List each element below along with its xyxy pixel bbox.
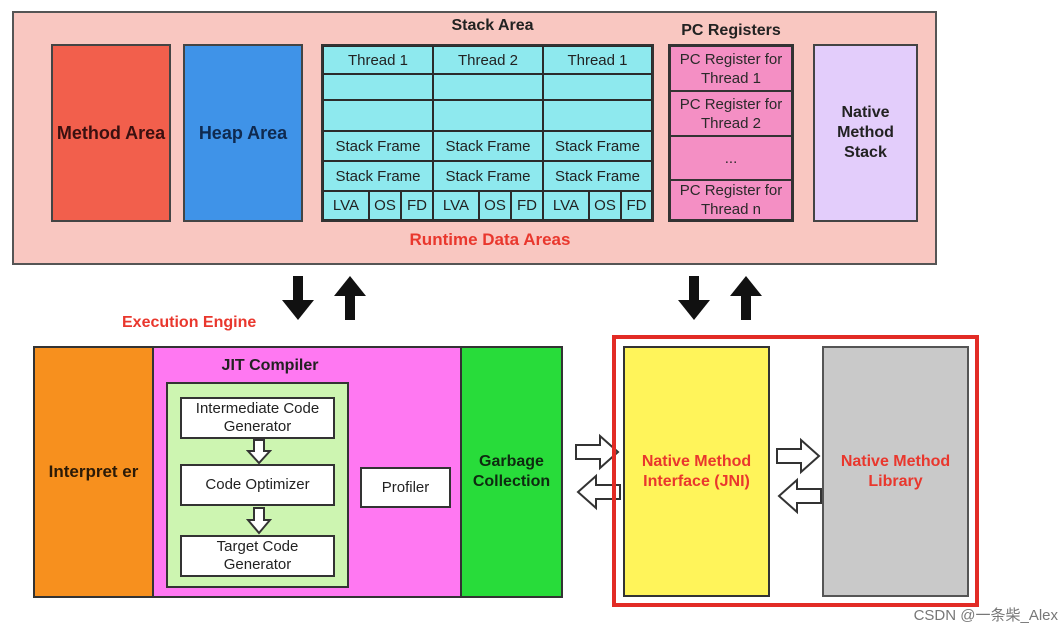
frame-part-os: OS bbox=[479, 191, 511, 220]
arrow-down-hollow-icon bbox=[246, 507, 272, 535]
native-method-stack-box: Native Method Stack bbox=[813, 44, 918, 222]
stack-frame: Stack Frame bbox=[433, 161, 543, 191]
pc-register-item: ... bbox=[670, 136, 792, 180]
native-method-interface-box: Native Method Interface (JNI) bbox=[623, 346, 770, 597]
frame-part-os: OS bbox=[589, 191, 621, 220]
stack-empty-slot bbox=[543, 100, 652, 131]
arrow-up-icon bbox=[730, 276, 762, 320]
stack-thread-header: Thread 1 bbox=[543, 46, 652, 74]
arrow-left-hollow-icon bbox=[576, 473, 621, 511]
code-optimizer: Code Optimizer bbox=[180, 464, 335, 506]
stack-frame: Stack Frame bbox=[323, 131, 433, 161]
jit-pipeline: Intermediate Code Generator Code Optimiz… bbox=[166, 382, 349, 588]
method-area-box: Method Area bbox=[51, 44, 171, 222]
runtime-native-arrows bbox=[678, 276, 762, 320]
stack-frame: Stack Frame bbox=[543, 131, 652, 161]
interpreter-box: Interpret er bbox=[33, 346, 154, 598]
stack-empty-slot bbox=[433, 100, 543, 131]
watermark: CSDN @一条柴_Alex bbox=[913, 607, 1058, 624]
stack-empty-slot bbox=[323, 100, 433, 131]
stack-frame: Stack Frame bbox=[323, 161, 433, 191]
heap-area-box: Heap Area bbox=[183, 44, 303, 222]
arrow-down-hollow-icon bbox=[246, 439, 272, 465]
runtime-engine-arrows bbox=[282, 276, 366, 320]
target-code-generator: Target Code Generator bbox=[180, 535, 335, 577]
frame-part-fd: FD bbox=[621, 191, 652, 220]
frame-part-fd: FD bbox=[401, 191, 433, 220]
stack-thread-header: Thread 2 bbox=[433, 46, 543, 74]
native-method-library-box: Native Method Library bbox=[822, 346, 969, 597]
arrow-right-hollow-icon bbox=[575, 433, 620, 471]
arrow-down-icon bbox=[678, 276, 710, 320]
stack-empty-slot bbox=[543, 74, 652, 100]
arrow-down-icon bbox=[282, 276, 314, 320]
arrow-right-hollow-icon bbox=[776, 437, 821, 475]
jni-library-arrows bbox=[776, 437, 822, 515]
jit-compiler-title: JIT Compiler bbox=[221, 357, 319, 374]
pc-register-item: PC Register for Thread n bbox=[670, 180, 792, 220]
execution-engine-label: Execution Engine bbox=[122, 314, 257, 331]
frame-part-lva: LVA bbox=[543, 191, 589, 220]
garbage-collection-box: Garbage Collection bbox=[460, 346, 563, 598]
pc-register-item: PC Register for Thread 1 bbox=[670, 46, 792, 91]
frame-part-lva: LVA bbox=[433, 191, 479, 220]
engine-jni-arrows bbox=[575, 433, 621, 511]
runtime-data-areas-label: Runtime Data Areas bbox=[409, 230, 571, 249]
native-highlight-frame bbox=[612, 335, 979, 607]
arrow-up-icon bbox=[334, 276, 366, 320]
stack-area-title: Stack Area bbox=[451, 17, 534, 34]
intermediate-code-generator: Intermediate Code Generator bbox=[180, 397, 335, 439]
arrow-left-hollow-icon bbox=[777, 477, 822, 515]
profiler-box: Profiler bbox=[360, 467, 451, 508]
frame-part-lva: LVA bbox=[323, 191, 369, 220]
stack-frame: Stack Frame bbox=[543, 161, 652, 191]
stack-thread-header: Thread 1 bbox=[323, 46, 433, 74]
stack-frame: Stack Frame bbox=[433, 131, 543, 161]
frame-part-fd: FD bbox=[511, 191, 543, 220]
stack-empty-slot bbox=[323, 74, 433, 100]
stack-empty-slot bbox=[433, 74, 543, 100]
frame-part-os: OS bbox=[369, 191, 401, 220]
pc-register-item: PC Register for Thread 2 bbox=[670, 91, 792, 136]
pc-registers-column: PC Register for Thread 1 PC Register for… bbox=[668, 44, 794, 222]
stack-area-grid: Thread 1 Thread 2 Thread 1 Stack Frame S… bbox=[321, 44, 654, 222]
pc-registers-title: PC Registers bbox=[681, 22, 781, 39]
